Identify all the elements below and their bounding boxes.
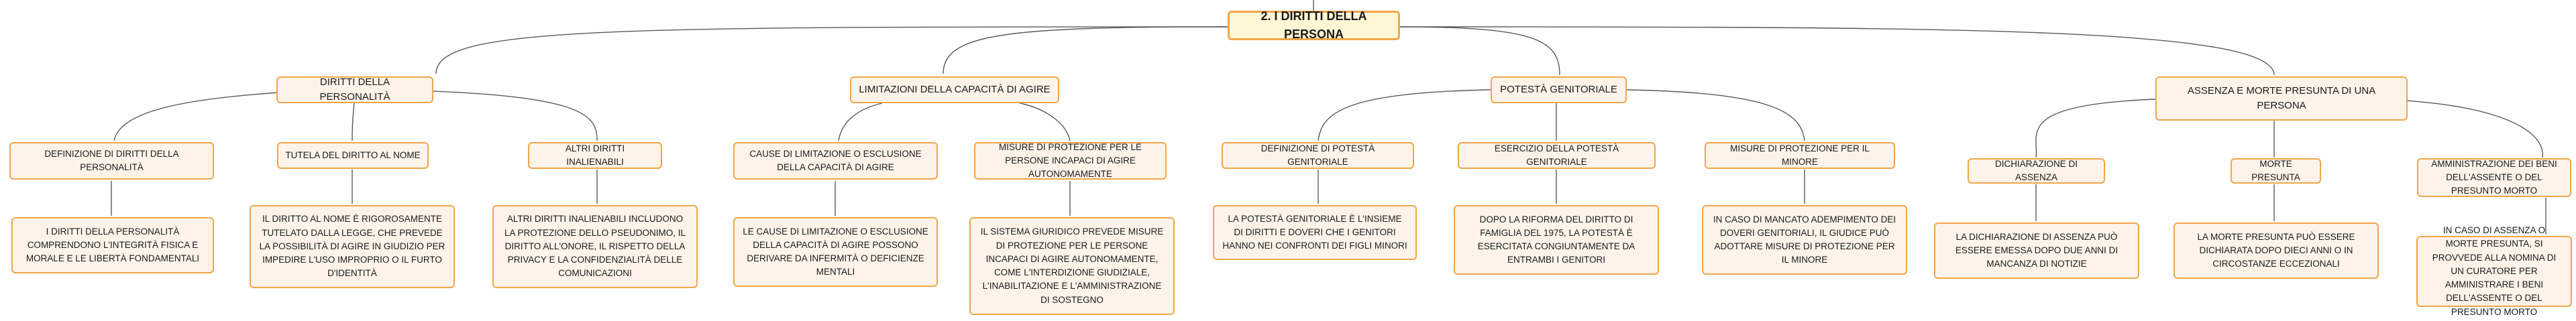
- branch-assenza-morte-presunta[interactable]: ASSENZA E MORTE PRESUNTA DI UNA PERSONA: [2155, 76, 2408, 121]
- topic-misure-minore[interactable]: MISURE DI PROTEZIONE PER IL MINORE: [1705, 142, 1895, 169]
- detail-amministrazione-beni[interactable]: IN CASO DI ASSENZA O MORTE PRESUNTA, SI …: [2416, 225, 2572, 317]
- branch-potesta-genitoriale[interactable]: POTESTÀ GENITORIALE: [1491, 76, 1627, 103]
- topic-definizione-potesta[interactable]: DEFINIZIONE DI POTESTÀ GENITORIALE: [1222, 142, 1414, 169]
- topic-altri-diritti[interactable]: ALTRI DIRITTI INALIENABILI: [528, 142, 662, 169]
- topic-misure-incapaci[interactable]: MISURE DI PROTEZIONE PER LE PERSONE INCA…: [974, 142, 1167, 180]
- detail-esercizio-potesta[interactable]: DOPO LA RIFORMA DEL DIRITTO DI FAMIGLIA …: [1454, 205, 1659, 275]
- detail-dichiarazione-assenza[interactable]: LA DICHIARAZIONE DI ASSENZA PUÒ ESSERE E…: [1934, 222, 2139, 279]
- topic-cause-limitazione[interactable]: CAUSE DI LIMITAZIONE O ESCLUSIONE DELLA …: [733, 142, 938, 180]
- detail-misure-minore[interactable]: IN CASO DI MANCATO ADEMPIMENTO DEI DOVER…: [1702, 205, 1907, 275]
- topic-tutela-nome[interactable]: TUTELA DEL DIRITTO AL NOME: [277, 142, 429, 169]
- detail-definizione-potesta[interactable]: LA POTESTÀ GENITORIALE È L'INSIEME DI DI…: [1213, 205, 1417, 260]
- topic-definizione-diritti[interactable]: DEFINIZIONE DI DIRITTI DELLA PERSONALITÀ: [9, 142, 214, 180]
- topic-dichiarazione-assenza[interactable]: DICHIARAZIONE DI ASSENZA: [1968, 158, 2105, 184]
- topic-morte-presunta[interactable]: MORTE PRESUNTA: [2231, 158, 2321, 184]
- root-node[interactable]: 2. I DIRITTI DELLA PERSONA: [1228, 9, 1400, 41]
- detail-misure-incapaci[interactable]: IL SISTEMA GIURIDICO PREVEDE MISURE DI P…: [969, 217, 1175, 315]
- detail-morte-presunta[interactable]: LA MORTE PRESUNTA PUÒ ESSERE DICHIARATA …: [2174, 222, 2379, 279]
- branch-diritti-personalita[interactable]: DIRITTI DELLA PERSONALITÀ: [276, 76, 433, 103]
- detail-cause-limitazione[interactable]: LE CAUSE DI LIMITAZIONE O ESCLUSIONE DEL…: [733, 217, 938, 287]
- branch-limitazioni-capacita[interactable]: LIMITAZIONI DELLA CAPACITÀ DI AGIRE: [850, 76, 1059, 103]
- topic-amministrazione-beni[interactable]: AMMINISTRAZIONE DEI BENI DELL'ASSENTE O …: [2417, 158, 2571, 197]
- detail-tutela-nome[interactable]: IL DIRITTO AL NOME È RIGOROSAMENTE TUTEL…: [250, 205, 455, 288]
- topic-esercizio-potesta[interactable]: ESERCIZIO DELLA POTESTÀ GENITORIALE: [1458, 142, 1656, 169]
- detail-altri-diritti[interactable]: ALTRI DIRITTI INALIENABILI INCLUDONO LA …: [492, 205, 698, 288]
- detail-definizione-diritti[interactable]: I DIRITTI DELLA PERSONALITÀ COMPRENDONO …: [11, 217, 214, 273]
